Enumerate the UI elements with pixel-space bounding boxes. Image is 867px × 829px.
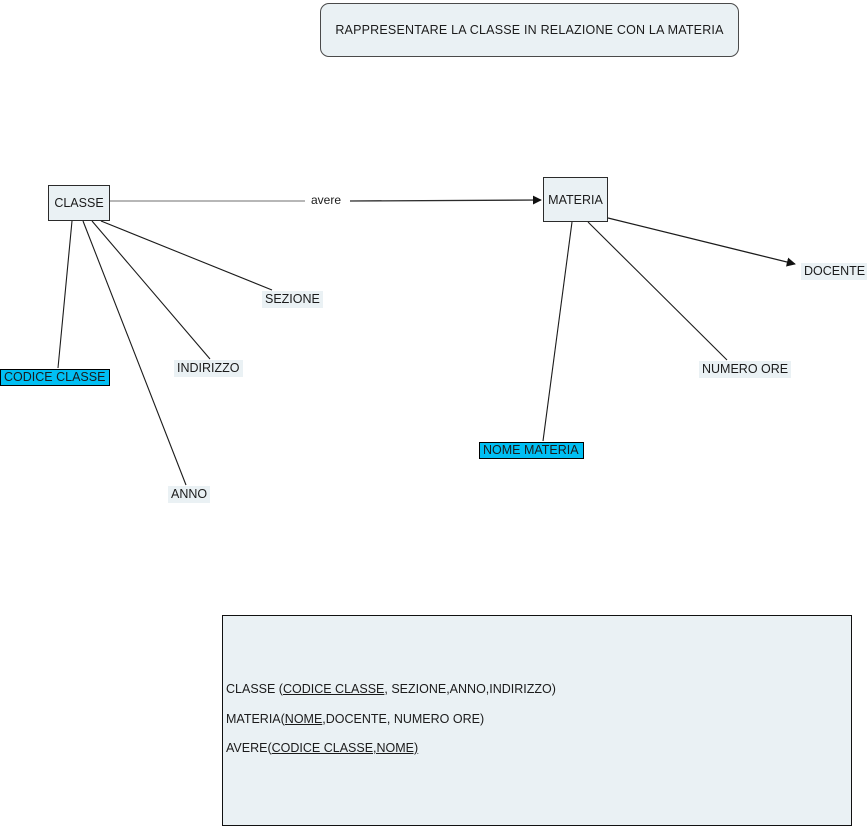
entity-materia[interactable]: MATERIA: [543, 177, 608, 222]
schema-text: ,DOCENTE, NUMERO ORE): [322, 711, 485, 726]
attribute-nome-materia[interactable]: NOME MATERIA: [479, 442, 584, 459]
edge-materia-nome-materia: [542, 221, 573, 442]
schema-key-text: CODICE CLASSE: [282, 682, 385, 696]
schema-line-materia: MATERIA(NOME,DOCENTE, NUMERO ORE): [226, 712, 845, 727]
edge-classe-sezione: [100, 220, 273, 291]
schema-text: AVERE(: [226, 741, 272, 755]
schema-text: , SEZIONE,ANNO,INDIRIZZO): [384, 682, 556, 696]
schema-text: MATERIA(: [226, 711, 285, 726]
attribute-codice-classe[interactable]: CODICE CLASSE: [0, 369, 110, 386]
attribute-anno[interactable]: ANNO: [168, 486, 211, 503]
schema-key-text: NOME: [284, 711, 323, 726]
attribute-indirizzo[interactable]: INDIRIZZO: [174, 360, 243, 377]
diagram-title-box: RAPPRESENTARE LA CLASSE IN RELAZIONE CON…: [320, 3, 739, 57]
edge-avere-materia: [349, 195, 542, 205]
relationship-label-avere[interactable]: avere: [307, 193, 346, 207]
edge-materia-numero-ore: [587, 221, 728, 361]
entity-classe-label: CLASSE: [54, 196, 104, 210]
edge-classe-indirizzo: [91, 220, 211, 360]
attribute-sezione[interactable]: SEZIONE: [262, 291, 323, 308]
schema-text: CLASSE (: [226, 682, 283, 696]
edge-classe-codice-classe: [57, 220, 73, 369]
relational-schema-panel: CLASSE (CODICE CLASSE, SEZIONE,ANNO,INDI…: [222, 615, 852, 826]
schema-line-avere: AVERE(CODICE CLASSE,NOME): [226, 741, 845, 756]
edge-materia-docente: [607, 217, 796, 267]
attribute-docente[interactable]: DOCENTE: [801, 263, 867, 280]
schema-key-text: CODICE CLASSE,NOME): [271, 741, 419, 755]
schema-line-classe: CLASSE (CODICE CLASSE, SEZIONE,ANNO,INDI…: [226, 682, 845, 697]
entity-materia-label: MATERIA: [548, 192, 603, 207]
attribute-numero-ore[interactable]: NUMERO ORE: [699, 361, 792, 378]
schema-line-list: CLASSE (CODICE CLASSE, SEZIONE,ANNO,INDI…: [226, 682, 845, 771]
edge-classe-anno: [82, 220, 187, 486]
entity-classe[interactable]: CLASSE: [48, 185, 110, 221]
page-title: RAPPRESENTARE LA CLASSE IN RELAZIONE CON…: [335, 23, 724, 37]
